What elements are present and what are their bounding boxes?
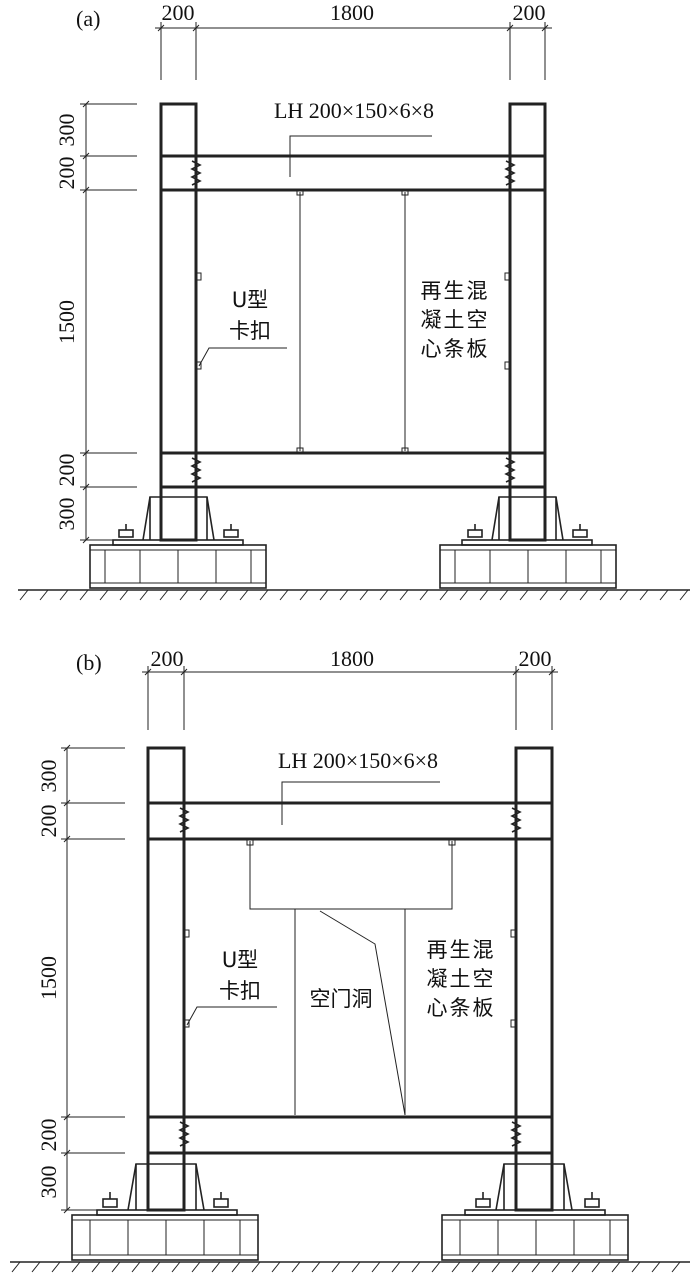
panel-b-top-beam <box>146 801 554 841</box>
panel-a-dim-clear-height: 1500 <box>54 300 79 344</box>
panel-b-panel-label-line1: 再生混 <box>427 938 496 962</box>
panel-b-dim-clear-height: 1500 <box>36 956 61 1000</box>
panel-b-left-column <box>146 746 186 1212</box>
panel-b-door-label: 空门洞 <box>310 987 373 1011</box>
panel-b-bolt-connections <box>178 807 522 1147</box>
panel-b-panel-label-line2: 凝土空 <box>427 967 496 991</box>
panel-a-beam-leader <box>289 135 432 177</box>
panel-a-top-beam <box>159 154 547 192</box>
panel-a-clip-leader <box>198 347 287 367</box>
panel-a-dim-left-column: 200 <box>162 0 195 25</box>
panel-a-bolt-connections <box>190 160 516 483</box>
panel-a: (a) 200 1800 200 <box>18 0 690 601</box>
panel-b-side-dimension <box>61 744 125 1214</box>
panel-a-right-ground-beam <box>439 544 617 589</box>
panel-a-left-base <box>112 496 244 546</box>
panel-a-strip-board-joints <box>296 189 409 454</box>
panel-a-clip-label-line2: 卡扣 <box>229 319 271 343</box>
panel-b-right-ground-beam <box>441 1214 629 1261</box>
panel-b-dim-clear-span: 1800 <box>330 646 374 671</box>
panel-b-dim-top-beam: 200 <box>36 805 61 838</box>
panel-a-clip-label-line1: U型 <box>232 288 268 312</box>
panel-b-dim-top-segment: 300 <box>36 760 61 793</box>
panel-a-right-base <box>461 496 593 546</box>
panel-b-door-opening <box>246 839 456 1116</box>
panel-b-right-column <box>514 746 554 1212</box>
panel-b-panel-label-line3: 心条板 <box>427 996 496 1020</box>
panel-a-label: (a) <box>76 6 100 31</box>
panel-a-beam-label: LH 200×150×6×8 <box>274 98 434 123</box>
panel-a-dim-bottom-beam: 200 <box>54 454 79 487</box>
panel-b-right-base <box>464 1163 606 1216</box>
panel-b-dim-right-column: 200 <box>519 646 552 671</box>
panel-b-bottom-beam <box>146 1115 554 1155</box>
panel-b-clip-label-line2: 卡扣 <box>219 979 261 1003</box>
panel-a-bottom-beam <box>159 451 547 489</box>
panel-a-dim-right-column: 200 <box>513 0 546 25</box>
panel-a-right-column <box>508 102 547 542</box>
panel-a-panel-label-line3: 心条板 <box>421 337 490 361</box>
panel-a-dim-clear-span: 1800 <box>330 0 374 25</box>
panel-a-u-clips <box>195 272 511 370</box>
panel-a-side-dimension <box>80 100 137 544</box>
panel-b: (b) 200 1800 200 <box>10 646 690 1273</box>
panel-a-ground <box>18 589 690 601</box>
panel-a-top-dimension <box>155 22 552 80</box>
panel-b-clip-label-line1: U型 <box>222 948 258 972</box>
panel-b-label: (b) <box>76 650 102 675</box>
panel-b-top-dimension <box>142 666 558 730</box>
panel-b-dim-bottom-segment: 300 <box>36 1166 61 1199</box>
panel-a-dim-top-segment: 300 <box>54 114 79 147</box>
panel-b-dim-bottom-beam: 200 <box>36 1119 61 1152</box>
panel-b-dim-left-column: 200 <box>151 646 184 671</box>
panel-b-beam-leader <box>281 781 440 825</box>
panel-a-dim-top-beam: 200 <box>54 157 79 190</box>
panel-b-left-base <box>96 1163 238 1216</box>
panel-a-dim-bottom-segment: 300 <box>54 498 79 531</box>
panel-a-left-column <box>159 102 198 542</box>
panel-a-left-ground-beam <box>89 544 267 589</box>
panel-b-beam-label: LH 200×150×6×8 <box>278 748 438 773</box>
panel-b-clip-leader <box>186 1006 277 1026</box>
panel-b-left-ground-beam <box>71 1214 259 1261</box>
panel-a-panel-label-line2: 凝土空 <box>421 308 490 332</box>
panel-b-ground <box>10 1261 690 1273</box>
panel-b-u-clips <box>183 929 517 1028</box>
panel-a-panel-label-line1: 再生混 <box>421 279 490 303</box>
